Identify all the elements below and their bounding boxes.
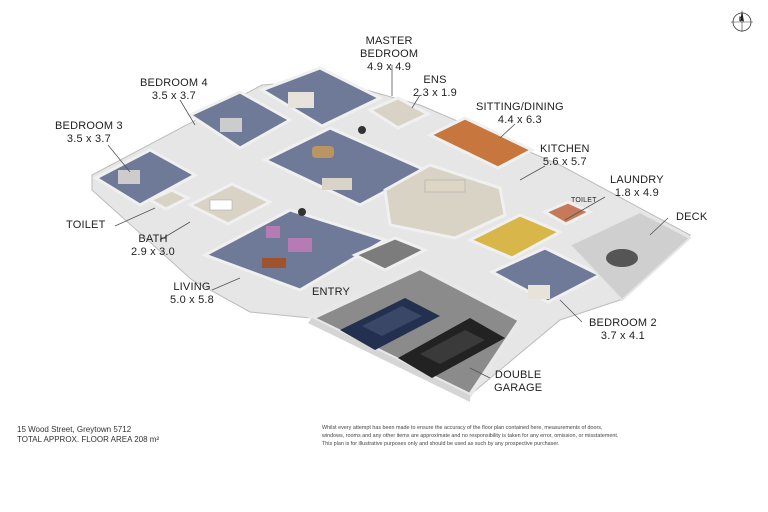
label-kitchen: KITCHEN 5.6 x 5.7	[540, 143, 590, 169]
compass-icon: N	[727, 8, 757, 34]
room-sitting-dining	[426, 116, 536, 170]
label-master-bedroom: MASTER BEDROOM 4.9 x 4.9	[360, 35, 418, 74]
room-name: ENTRY	[312, 286, 351, 298]
car-blue	[340, 298, 440, 350]
room-name: LIVING	[173, 281, 211, 293]
garage-front-wall	[308, 318, 470, 402]
room-dimensions: 3.7 x 4.1	[600, 330, 645, 342]
car-black	[398, 318, 505, 378]
room-master-bedroom	[258, 66, 384, 128]
bed-3	[118, 170, 140, 184]
compass-north-label: N	[739, 17, 744, 23]
room-toilet	[146, 188, 192, 211]
room-entry	[351, 236, 429, 272]
property-address: 15 Wood Street, Greytown 5712	[17, 425, 132, 434]
disclaimer: Whilst every attempt has been made to en…	[322, 424, 762, 448]
label-living: LIVING 5.0 x 5.8	[170, 281, 214, 307]
bath-tub	[209, 199, 233, 211]
room-dimensions: 5.0 x 5.8	[170, 294, 214, 306]
room-name: MASTER	[365, 35, 413, 47]
room-name: BEDROOM 4	[140, 77, 208, 89]
label-ensuite: ENS 2.3 x 1.9	[413, 74, 457, 100]
room-bedroom-3	[92, 148, 199, 207]
label-sitting-dining: SITTING/DINING 4.4 x 6.3	[476, 101, 564, 127]
label-leader-lines	[107, 65, 669, 379]
room-name-line-2: GARAGE	[494, 382, 543, 394]
label-toilet: TOILET	[66, 219, 106, 232]
label-bedroom-3: BEDROOM 3 3.5 x 3.7	[55, 120, 123, 146]
room-kitchen	[383, 163, 507, 240]
room-name: ENS	[423, 74, 447, 86]
label-laundry: LAUNDRY 1.8 x 4.9	[610, 174, 664, 200]
room-name: BEDROOM 2	[589, 317, 657, 329]
label-entry: ENTRY	[312, 286, 350, 299]
label-toilet-2: TOILET	[571, 194, 597, 207]
property-info: 15 Wood Street, Greytown 5712 TOTAL APPR…	[17, 425, 159, 445]
room-ensuite	[366, 96, 432, 130]
disclaimer-line-2: windows, rooms and any other items are a…	[322, 433, 619, 439]
room-name: TOILET	[66, 219, 106, 231]
room-dimensions: 3.5 x 3.7	[151, 90, 196, 102]
room-dimensions: 2.9 x 3.0	[131, 246, 175, 258]
room-dimensions: 4.9 x 4.9	[367, 61, 412, 73]
room-dimensions: 2.3 x 1.9	[413, 87, 457, 99]
deck-table	[606, 249, 638, 267]
label-bedroom-2: BEDROOM 2 3.7 x 4.1	[589, 317, 657, 343]
room-name: DOUBLE	[494, 369, 542, 381]
room-name: BEDROOM 3	[55, 120, 123, 132]
room-name: LAUNDRY	[610, 174, 664, 186]
fireplace-living	[298, 208, 306, 216]
bed-master	[288, 92, 314, 108]
room-name: TOILET	[571, 197, 597, 204]
sofa	[322, 178, 352, 190]
room-dimensions: 1.8 x 4.9	[614, 187, 659, 199]
label-bedroom-4: BEDROOM 4 3.5 x 3.7	[140, 77, 208, 103]
label-double-garage: DOUBLE GARAGE	[494, 369, 542, 395]
living-sofa	[288, 238, 312, 252]
room-name: DECK	[676, 211, 708, 223]
living-chair	[266, 226, 280, 238]
room-laundry	[466, 213, 564, 260]
label-bath: BATH 2.9 x 3.0	[131, 233, 175, 259]
room-dimensions: 5.6 x 5.7	[542, 156, 587, 168]
room-name-line-2: BEDROOM	[360, 48, 419, 60]
bed-4	[220, 118, 242, 132]
label-deck: DECK	[676, 211, 707, 224]
total-floor-area: TOTAL APPROX. FLOOR AREA 208 m²	[17, 435, 160, 444]
room-dimensions: 4.4 x 6.3	[497, 114, 542, 126]
room-toilet-2	[541, 200, 594, 226]
disclaimer-line-1: Whilst every attempt has been made to en…	[322, 425, 603, 431]
disclaimer-line-3: This plan is for illustrative purposes o…	[322, 441, 560, 447]
bed-2	[528, 285, 550, 299]
kitchen-island	[424, 179, 466, 193]
fireplace-family	[358, 126, 366, 134]
room-name: KITCHEN	[540, 143, 590, 155]
room-name: SITTING/DINING	[476, 101, 564, 113]
coffee-table	[262, 258, 286, 268]
dining-table	[312, 146, 334, 158]
room-dimensions: 3.5 x 3.7	[66, 133, 111, 145]
room-name: BATH	[138, 233, 168, 245]
